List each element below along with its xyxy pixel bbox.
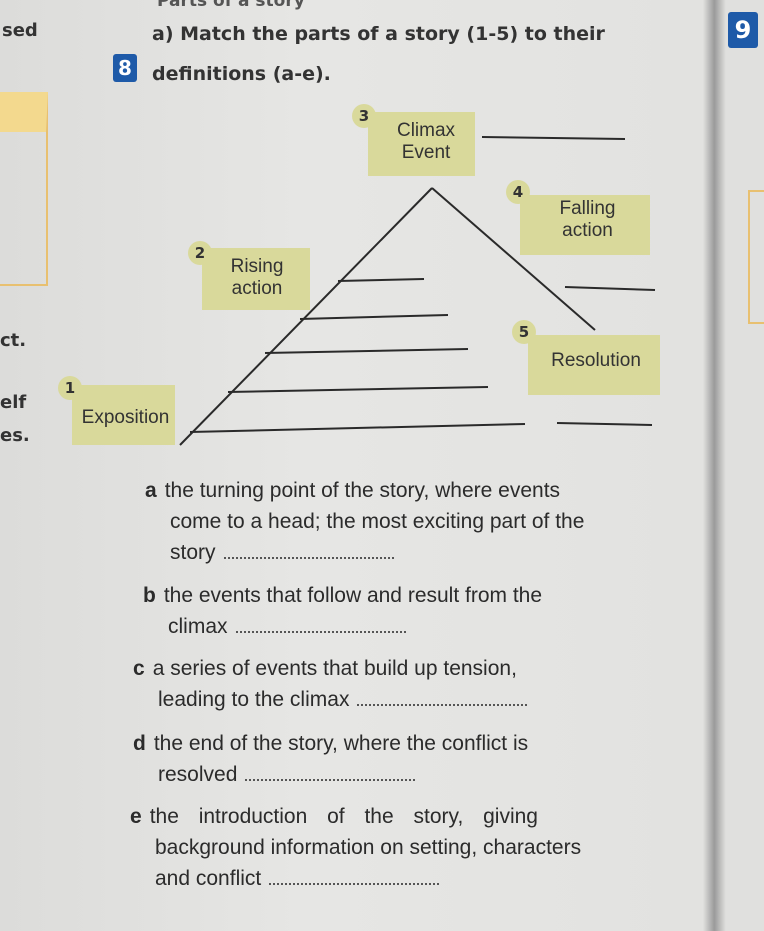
answer-line	[337, 278, 425, 282]
def-letter: c	[133, 657, 145, 680]
part-number: 5	[512, 320, 536, 344]
part-number: 4	[506, 180, 530, 204]
part-label: Climax Event	[396, 120, 456, 163]
pyramid-left-side	[179, 187, 433, 446]
def-text: background information on setting, chara…	[155, 836, 582, 859]
def-text: the turning point of the story, where ev…	[164, 479, 561, 502]
margin-text: elf	[0, 392, 27, 413]
rising-action-box	[202, 248, 310, 310]
margin-text: ct.	[0, 330, 27, 351]
side-box	[0, 92, 48, 286]
definition-c: c a series of events that build up tensio…	[133, 653, 528, 715]
answer-blank[interactable]	[223, 543, 394, 559]
def-text: the events that follow and result from t…	[163, 584, 543, 607]
def-letter: d	[133, 732, 146, 755]
part-label: Exposition	[81, 407, 170, 428]
resolution-box	[528, 335, 660, 395]
exposition-box	[72, 385, 175, 445]
def-letter: b	[143, 584, 156, 607]
instruction-line: definitions (a-e).	[152, 63, 331, 85]
def-text: climax	[168, 615, 228, 638]
def-text: the introduction of the story, giving	[149, 805, 538, 828]
def-text: resolved	[158, 763, 238, 786]
part-number: 1	[58, 376, 82, 400]
def-text: the end of the story, where the conflict…	[153, 732, 529, 755]
definition-e: e the introduction of the story, giving b…	[130, 801, 581, 894]
story-pyramid	[179, 136, 656, 446]
def-letter: e	[130, 805, 142, 828]
definition-b: b the events that follow and result from …	[143, 580, 542, 642]
answer-line	[264, 348, 469, 354]
margin-text: es.	[0, 425, 30, 446]
answer-blank[interactable]	[235, 617, 406, 633]
instruction-line: a) Match the parts of a story (1-5) to t…	[152, 23, 605, 45]
falling-action-box	[520, 195, 650, 255]
part-label: Falling action	[559, 198, 616, 241]
part-number: 2	[188, 241, 212, 265]
answer-line	[564, 286, 656, 291]
answer-blank[interactable]	[269, 869, 440, 885]
part-label: Resolution	[551, 350, 641, 371]
pyramid-right-side	[431, 187, 596, 331]
def-letter: a	[145, 479, 157, 502]
climax-box	[368, 112, 475, 176]
def-text: leading to the climax	[158, 688, 350, 711]
answer-line	[481, 136, 626, 140]
answer-line	[556, 422, 653, 426]
margin-text: sed	[2, 20, 38, 41]
def-text: come to a head; the most exciting part o…	[170, 510, 585, 533]
answer-line	[189, 423, 526, 433]
answer-line	[227, 386, 489, 393]
section-title: Parts of a story	[157, 0, 305, 11]
def-text: story	[170, 541, 216, 564]
part-label: Rising action	[230, 256, 284, 299]
definition-a: a the turning point of the story, where e…	[145, 475, 584, 568]
side-box	[748, 190, 764, 324]
exercise-number-badge: 8	[113, 54, 137, 82]
answer-line	[299, 314, 449, 320]
definition-d: d the end of the story, where the conflic…	[133, 728, 528, 790]
answer-blank[interactable]	[245, 765, 416, 781]
next-exercise-badge: 9	[728, 12, 758, 48]
answer-blank[interactable]	[357, 690, 528, 706]
def-text: a series of events that build up tension…	[152, 657, 517, 680]
part-number: 3	[352, 104, 376, 128]
def-text: and conflict	[155, 867, 262, 890]
